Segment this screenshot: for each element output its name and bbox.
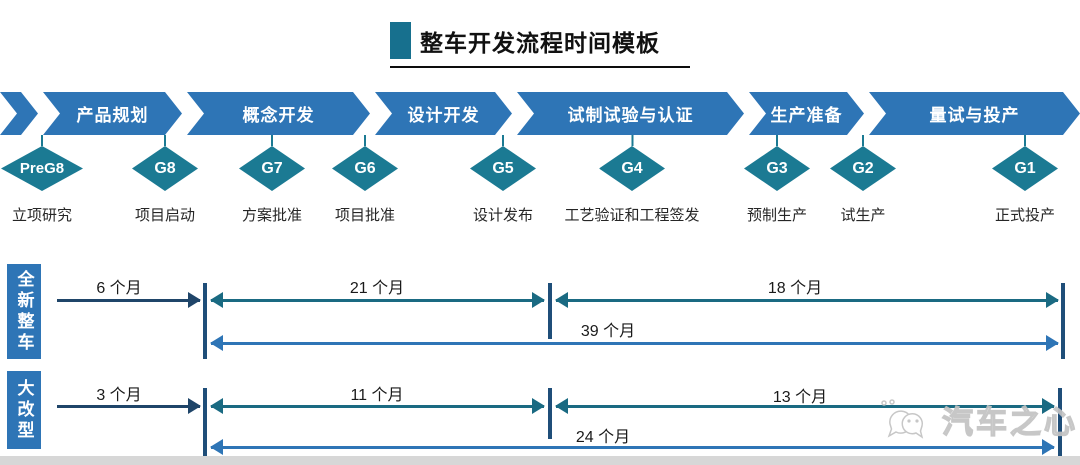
duration-label: 13 个月 bbox=[772, 389, 828, 406]
gate-stem bbox=[271, 135, 273, 146]
milestone-bar bbox=[548, 388, 552, 439]
gate-stem bbox=[164, 135, 166, 146]
gate-diamond: G8 bbox=[132, 146, 198, 191]
gate-g8: G8 项目启动 bbox=[132, 135, 198, 225]
milestone-bar bbox=[203, 283, 207, 359]
gate-g1: G1 正式投产 bbox=[992, 135, 1058, 225]
phase-production-preparation: 生产准备 bbox=[749, 92, 864, 135]
phase-volume-trial-launch: 量试与投产 bbox=[869, 92, 1080, 135]
gate-milestone-label: 项目启动 bbox=[134, 207, 195, 224]
gate-g7: G7 方案批准 bbox=[239, 135, 305, 225]
phase-design-development: 设计开发 bbox=[375, 92, 512, 135]
gate-milestone-label: 工艺验证和工程签发 bbox=[564, 207, 700, 224]
gate-g2: G2 试生产 bbox=[830, 135, 896, 225]
gate-milestone-label: 项目批准 bbox=[334, 207, 395, 224]
title-accent-square-icon bbox=[390, 22, 411, 59]
page-title: 整车开发流程时间模板 bbox=[390, 22, 690, 68]
duration-arrow bbox=[210, 292, 545, 308]
duration-label: 18 个月 bbox=[767, 280, 823, 297]
milestone-bar bbox=[203, 388, 207, 457]
gate-diamond: G5 bbox=[470, 146, 536, 191]
gate-stem bbox=[862, 135, 864, 146]
page-title-text: 整车开发流程时间模板 bbox=[420, 29, 660, 56]
gate-diamond: G3 bbox=[744, 146, 810, 191]
wechat-bubbles-icon bbox=[881, 399, 924, 439]
milestone-bar bbox=[1061, 283, 1065, 359]
gate-diamond: G1 bbox=[992, 146, 1058, 191]
duration-arrow bbox=[57, 292, 201, 308]
gate-g4: G4 工艺验证和工程签发 bbox=[564, 135, 700, 225]
total-duration-arrow bbox=[210, 335, 1059, 351]
gate-milestone-label: 试生产 bbox=[840, 207, 886, 224]
gate-milestone-label: 设计发布 bbox=[472, 207, 533, 224]
duration-label: 6 个月 bbox=[96, 280, 142, 297]
phase-product-planning: 产品规划 bbox=[43, 92, 182, 135]
gate-stem bbox=[1024, 135, 1026, 146]
timeline-label-major-facelift: 大改型 bbox=[7, 371, 41, 449]
gate-milestone-label: 方案批准 bbox=[241, 207, 302, 224]
gate-preg8: PreG8 立项研究 bbox=[1, 135, 83, 225]
gate-g5: G5 设计发布 bbox=[470, 135, 536, 225]
gate-g6: G6 项目批准 bbox=[332, 135, 398, 225]
duration-label: 39 个月 bbox=[580, 323, 636, 340]
gate-stem bbox=[776, 135, 778, 146]
duration-label: 21 个月 bbox=[349, 280, 405, 297]
phase-trial-test-certification: 试制试验与认证 bbox=[517, 92, 744, 135]
gate-diamond: G2 bbox=[830, 146, 896, 191]
duration-label: 11 个月 bbox=[350, 387, 404, 404]
duration-arrow bbox=[555, 292, 1059, 308]
milestone-bar bbox=[1058, 388, 1062, 457]
gate-diamond: G4 bbox=[598, 146, 665, 191]
gate-stem bbox=[502, 135, 504, 146]
gate-diamond: G6 bbox=[332, 146, 398, 191]
bottom-divider-strip bbox=[0, 456, 1080, 465]
duration-label: 24 个月 bbox=[575, 429, 631, 446]
total-duration-arrow bbox=[210, 439, 1055, 455]
duration-arrow bbox=[555, 398, 1055, 414]
phase-chevron-band: 产品规划 概念开发 设计开发 试制试验与认证 生产准备 量试与投产 bbox=[0, 92, 1080, 135]
gate-milestone-label: 立项研究 bbox=[11, 207, 72, 224]
phase-lead-chevron bbox=[0, 92, 38, 135]
duration-arrow bbox=[210, 398, 545, 414]
phase-concept-development: 概念开发 bbox=[187, 92, 370, 135]
timeline-label-all-new-vehicle: 全新整车 bbox=[7, 264, 41, 359]
watermark-text: 汽车之心 bbox=[941, 404, 1078, 440]
gate-diamond: PreG8 bbox=[1, 146, 83, 191]
gate-g3: G3 预制生产 bbox=[744, 135, 810, 225]
gate-stem bbox=[364, 135, 366, 146]
gate-stem bbox=[630, 135, 633, 146]
duration-arrow bbox=[57, 398, 201, 414]
gate-stem bbox=[41, 135, 43, 146]
gate-diamond: G7 bbox=[239, 146, 305, 191]
gate-milestone-label: 正式投产 bbox=[994, 207, 1055, 224]
watermark: 汽车之心 bbox=[876, 394, 1078, 444]
duration-label: 3 个月 bbox=[96, 387, 142, 404]
gate-milestone-label: 预制生产 bbox=[746, 207, 807, 224]
milestone-bar bbox=[548, 283, 552, 339]
